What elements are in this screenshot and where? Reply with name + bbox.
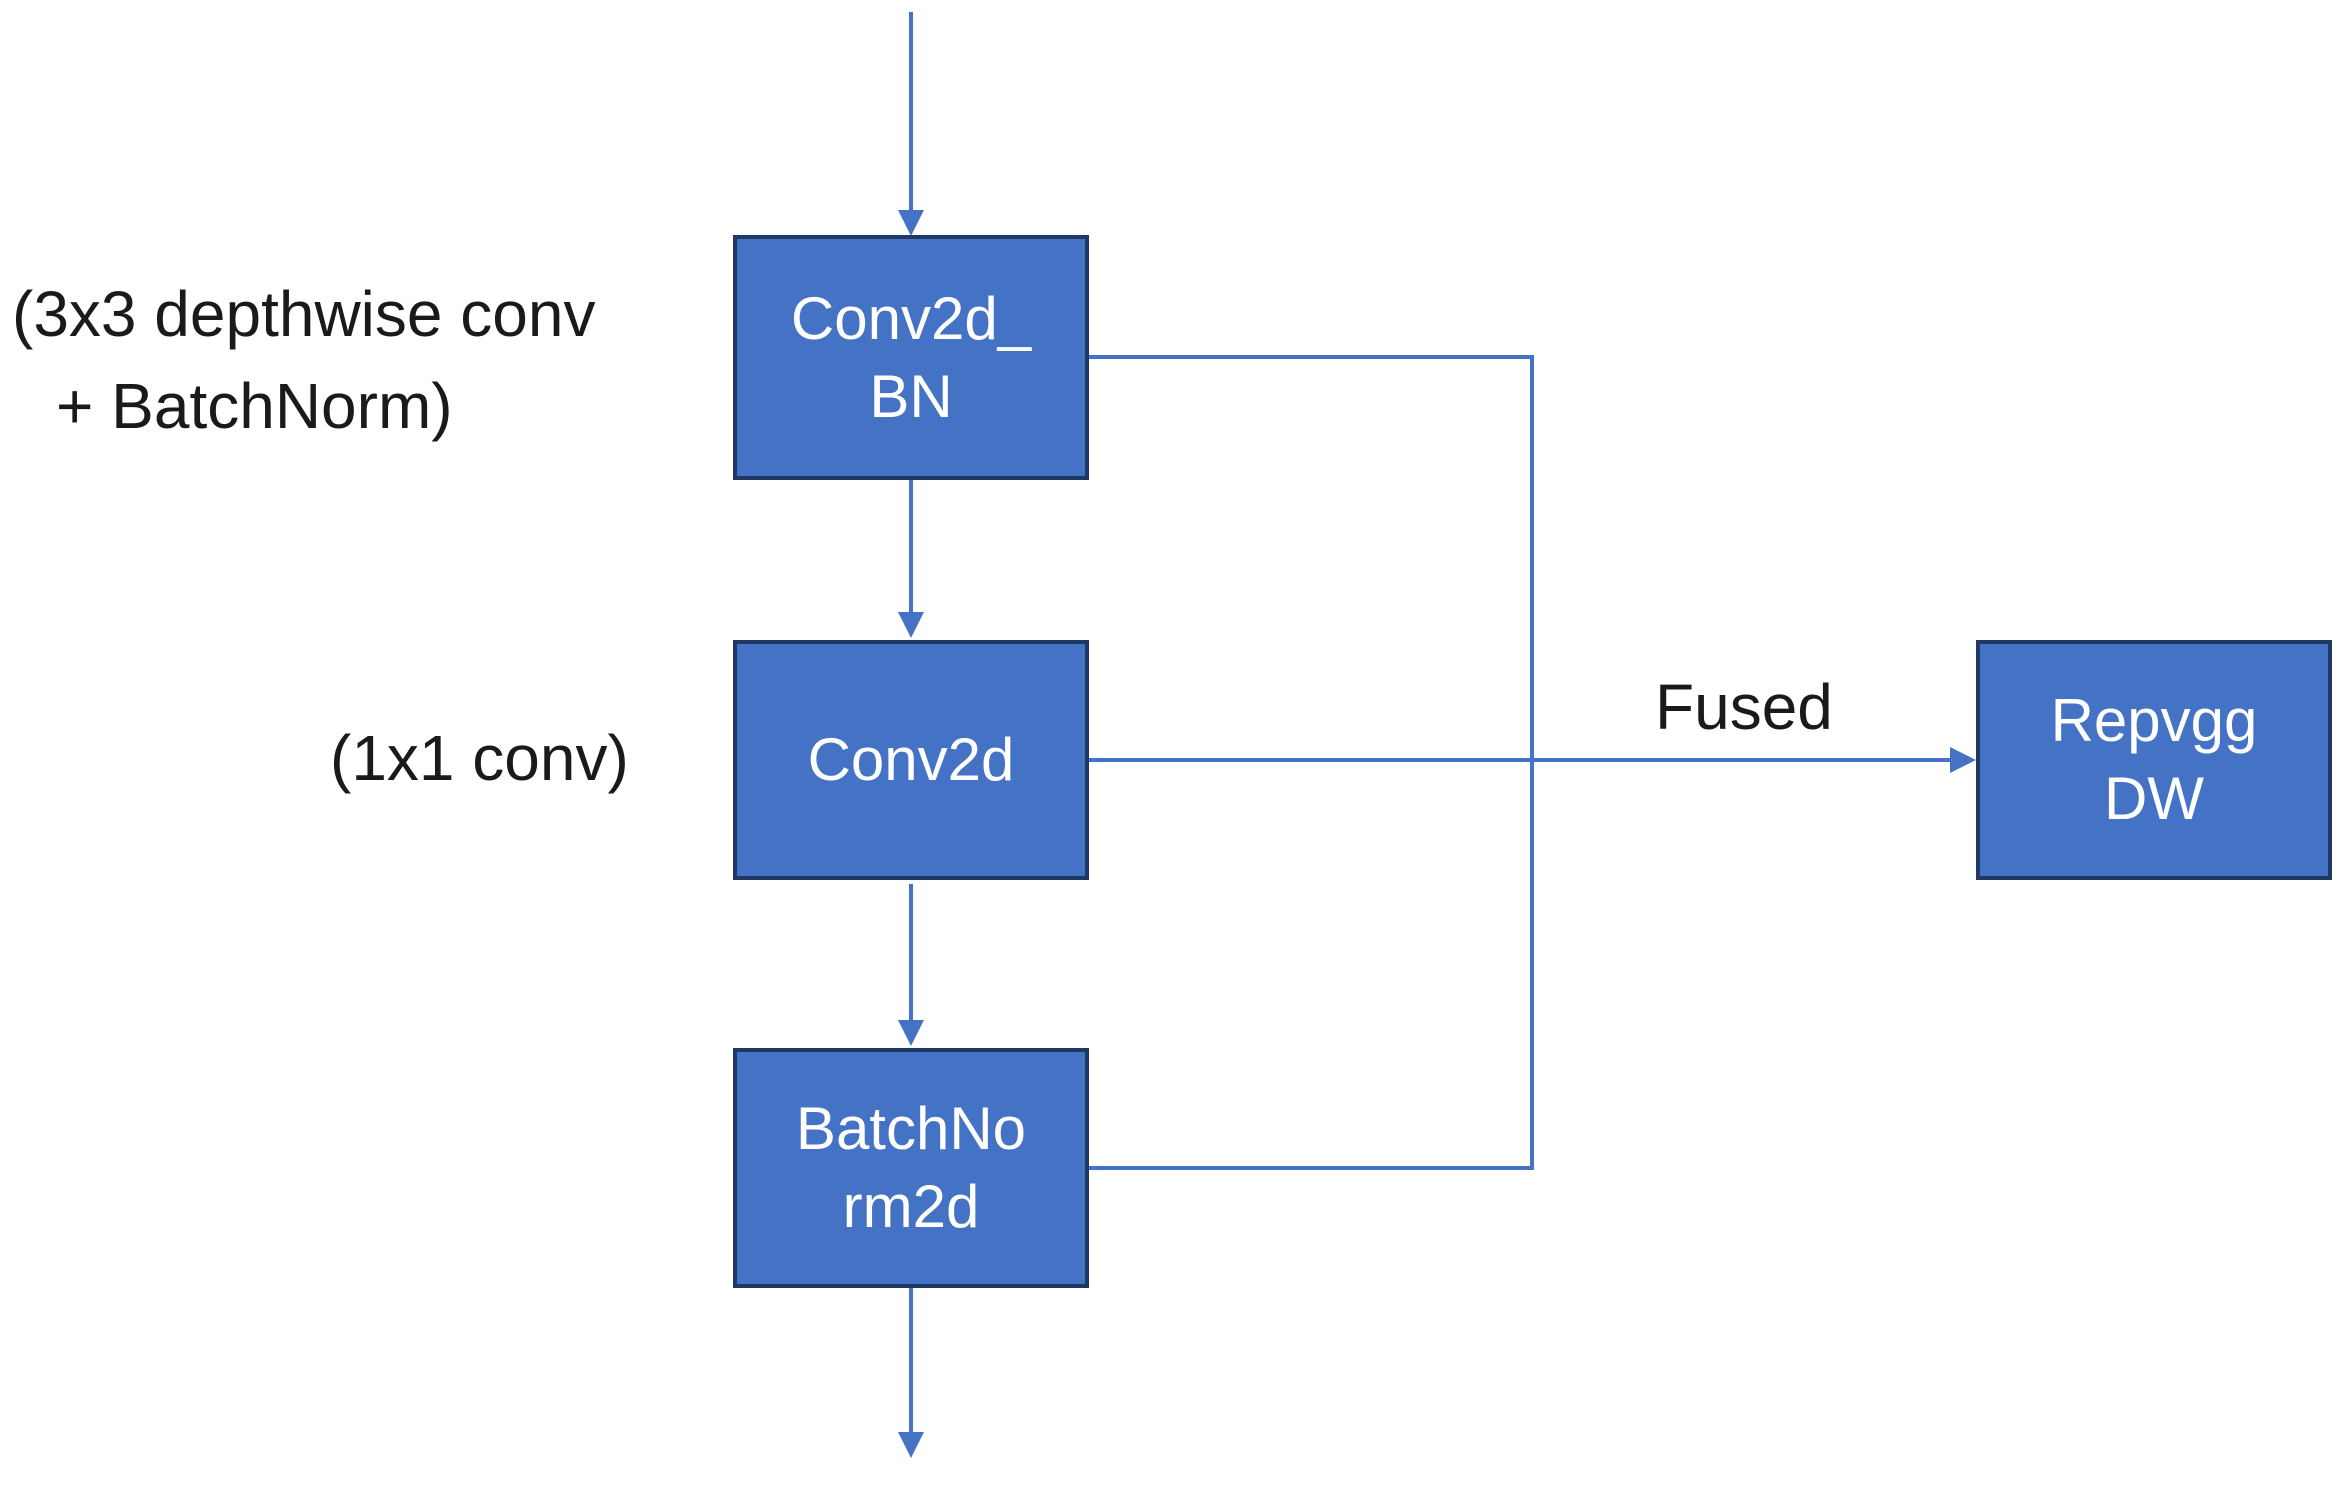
arrow-conv2dbn-to-conv2d-line xyxy=(909,480,913,614)
arrow-conv2d-to-batchnorm-line xyxy=(909,884,913,1020)
node-conv2d: Conv2d xyxy=(733,640,1089,880)
node-batchnorm2d: BatchNo rm2d xyxy=(733,1048,1089,1288)
node-label-line: BatchNo xyxy=(795,1095,1027,1162)
connector-batchnorm-branch xyxy=(1089,1166,1534,1170)
connector-trunk xyxy=(1530,355,1534,1170)
output-arrow-line xyxy=(909,1288,913,1434)
fused-arrowhead-icon xyxy=(1950,747,1976,773)
node-label-line: Conv2d xyxy=(807,726,1015,793)
input-arrowhead-icon xyxy=(898,210,924,236)
annotation-line: (3x3 depthwise conv xyxy=(12,278,596,350)
arrow-conv2dbn-to-conv2d-head-icon xyxy=(898,612,924,638)
output-arrowhead-icon xyxy=(898,1432,924,1458)
annotation-1x1-conv: (1x1 conv) xyxy=(330,712,629,804)
node-label-line: BN xyxy=(869,362,953,430)
node-label-line: rm2d xyxy=(842,1173,980,1240)
input-arrow-line xyxy=(909,12,913,214)
connector-conv2dbn-branch xyxy=(1089,355,1534,359)
annotation-3x3-depthwise: (3x3 depthwise conv + BatchNorm) xyxy=(12,268,595,452)
fused-edge-label: Fused xyxy=(1655,671,1833,743)
fused-arrow-line xyxy=(1089,758,1953,762)
arrow-conv2d-to-batchnorm-head-icon xyxy=(898,1020,924,1046)
node-repvgg-dw: Repvgg DW xyxy=(1976,640,2332,880)
annotation-line: (1x1 conv) xyxy=(330,722,629,794)
node-label-line: DW xyxy=(2104,765,2204,832)
annotation-line: + BatchNorm) xyxy=(56,370,453,442)
node-label-line: Repvgg xyxy=(2050,687,2258,754)
node-label-line: Conv2d_ xyxy=(790,284,1032,352)
node-conv2d-bn: Conv2d_ BN xyxy=(733,235,1089,480)
